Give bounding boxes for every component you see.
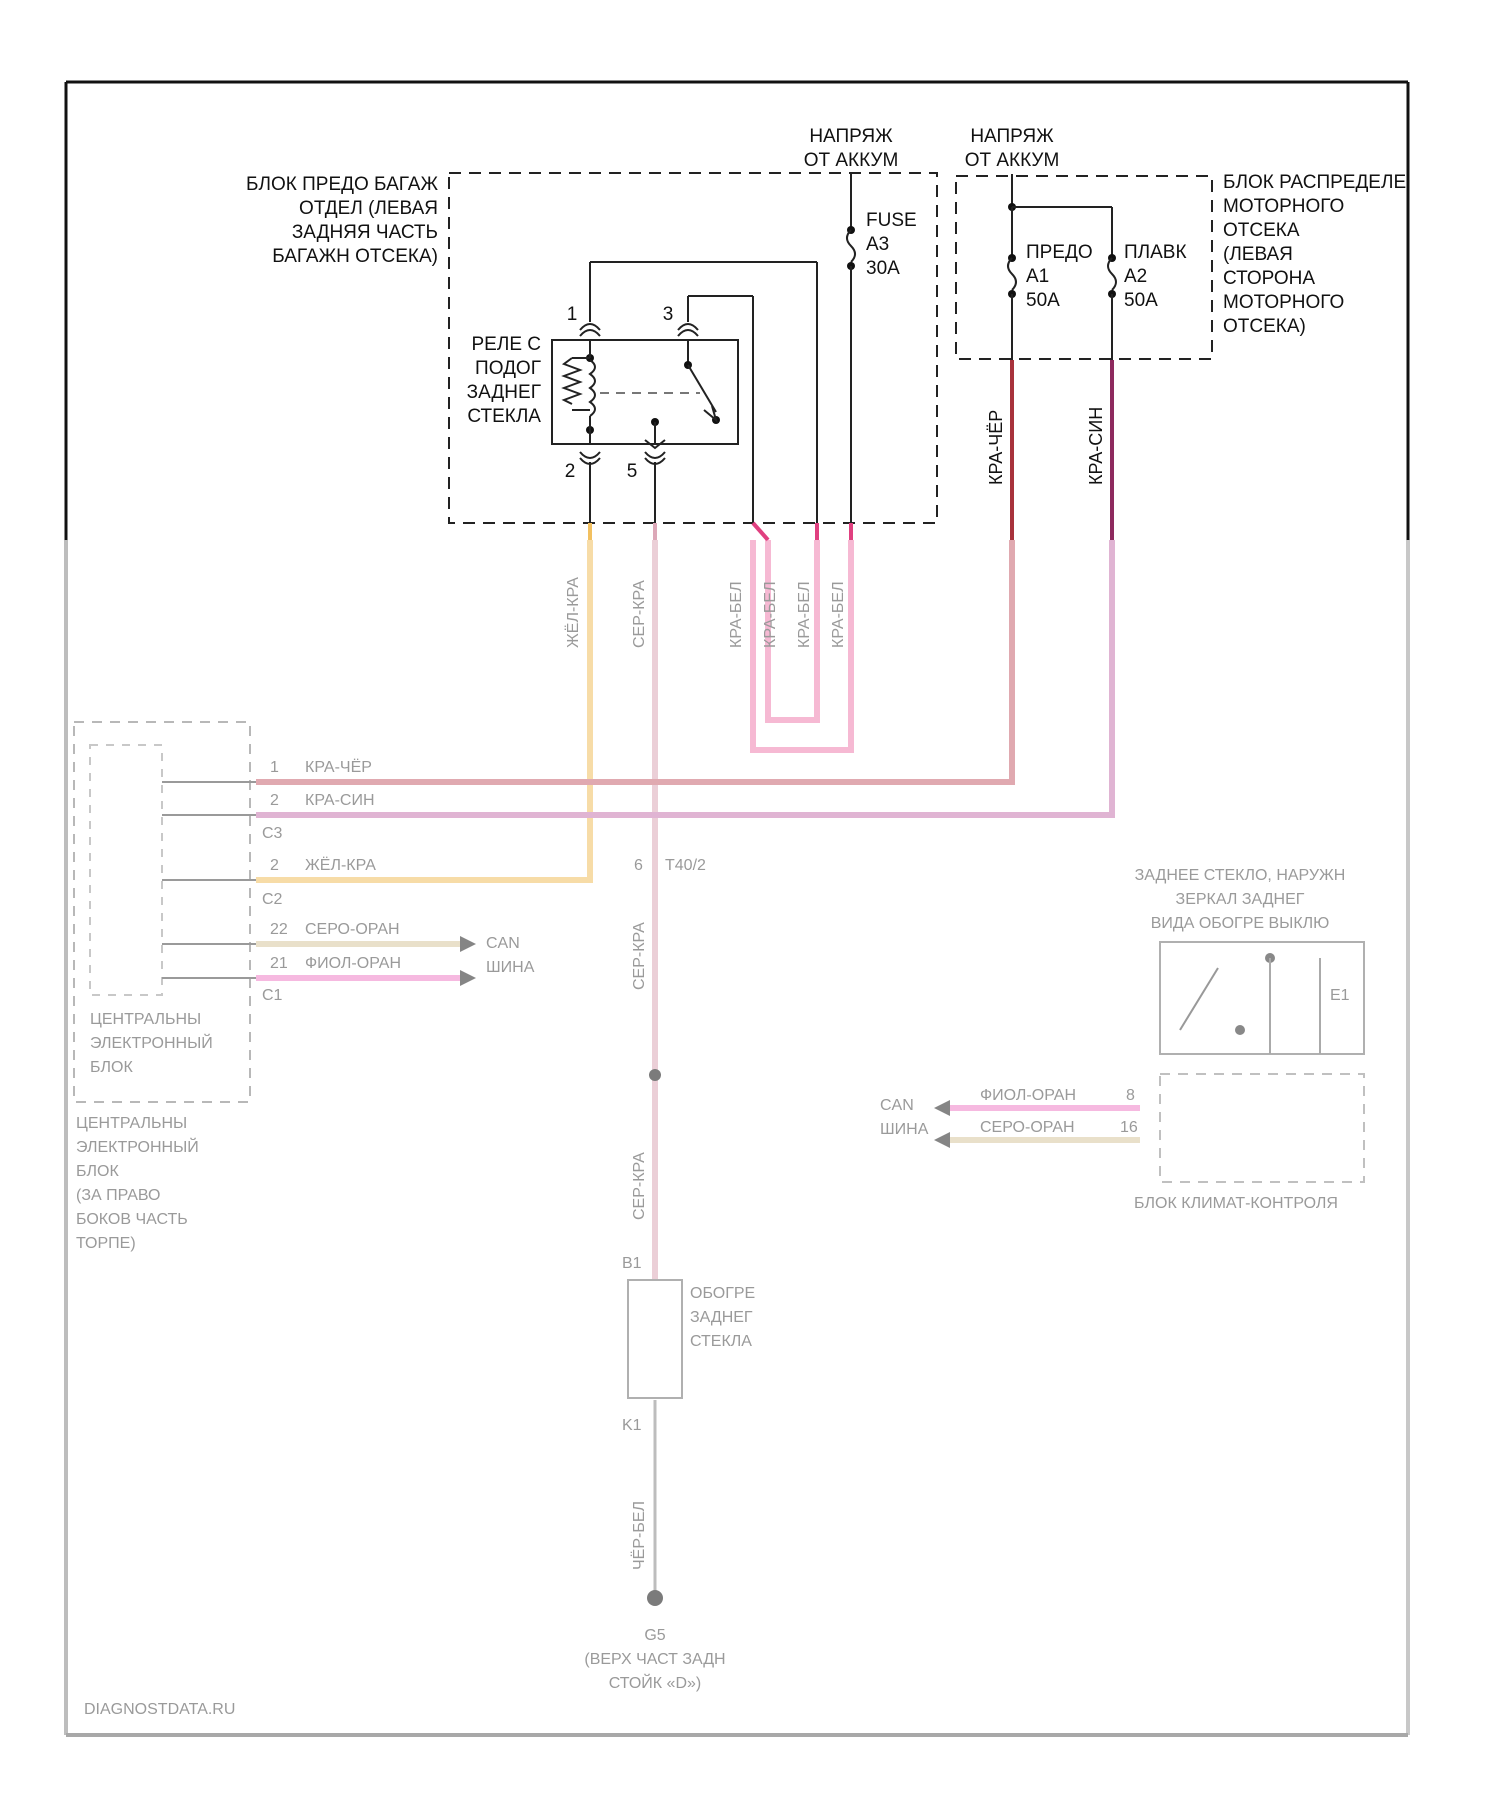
central-conn-c1: C1 (262, 987, 283, 1004)
relay-block-title-2: ОТДЕЛ (ЛЕВАЯ (299, 198, 438, 219)
climate-pin-16: 16 (1120, 1119, 1138, 1136)
engine-block-title-2: МОТОРНОГО (1223, 196, 1344, 217)
central-location-6: ТОРПЕ) (76, 1235, 136, 1252)
central-pin-21: 21 (270, 955, 288, 972)
battery-feed-label-1: НАПРЯЖ (809, 126, 893, 147)
fuse-a1-label-1: ПРЕДО (1026, 242, 1093, 263)
fuse-a3-label-1: FUSE (866, 210, 917, 231)
climate-block-label: БЛОК КЛИМАТ-КОНТРОЛЯ (1134, 1195, 1338, 1212)
lower-wiring (256, 540, 1140, 1606)
middle-wire-tag-1: СЕР-КРА (631, 922, 648, 990)
central-conn-c3: C3 (262, 825, 283, 842)
battery-feed-label-2: ОТ АККУМ (804, 150, 899, 171)
wire-kra-sin-label: КРА-СИН (1086, 407, 1106, 485)
central-block-text-1: ЦЕНТРАЛЬНЫ (90, 1011, 201, 1028)
switch-title-1: ЗАДНЕЕ СТЕКЛО, НАРУЖН (1135, 867, 1346, 884)
heater-pin-top: B1 (622, 1255, 642, 1272)
heater-label-1: ОБОГРЕ (690, 1285, 755, 1302)
fuse-a1-label-3: 50A (1026, 290, 1060, 311)
heater-label-3: СТЕКЛА (690, 1333, 752, 1350)
engine-block-title-7: ОТСЕКА) (1223, 316, 1306, 337)
relay-pin-3: 3 (663, 304, 674, 325)
faded-wire-tags: ЖЁЛ-КРА СЕР-КРА КРА-БЕЛ КРА-БЕЛ КРА-БЕЛ … (564, 577, 847, 1220)
climate-switch-block: ЗАДНЕЕ СТЕКЛО, НАРУЖН ЗЕРКАЛ ЗАДНЕГ ВИДА… (880, 867, 1364, 1212)
can-label-2: ШИНА (486, 959, 535, 976)
relay-label-3: ЗАДНЕГ (467, 382, 541, 403)
central-pin-3: 2 (270, 857, 279, 874)
fuse-a2-label-2: A2 (1124, 266, 1147, 287)
relay-pin-5: 5 (627, 461, 638, 482)
central-location-4: (ЗА ПРАВО (76, 1187, 160, 1204)
climate-wire-2: СЕРО-ОРАН (980, 1119, 1075, 1136)
tag-kra-bel-2: КРА-БЕЛ (762, 581, 779, 648)
central-conn-c2: C2 (262, 891, 283, 908)
central-wire-kra-cher: КРА-ЧЁР (305, 758, 372, 776)
tag-kra-bel-4: КРА-БЕЛ (830, 581, 847, 648)
central-pin-1: 1 (270, 759, 279, 776)
ground-wire-tag: ЧЁР-БЕЛ (630, 1501, 648, 1570)
central-wire-fiol-oran: ФИОЛ-ОРАН (305, 955, 401, 972)
central-block: 1 2 C3 2 C2 22 21 C1 КРА-ЧЁР КРА-СИН ЖЁЛ… (74, 722, 535, 1252)
heater-pin-bottom: K1 (622, 1417, 642, 1434)
relay-label-4: СТЕКЛА (467, 406, 541, 427)
relay-label-1: РЕЛЕ С (472, 334, 542, 355)
central-wire-sero-oran: СЕРО-ОРАН (305, 921, 400, 938)
climate-can-1: CAN (880, 1097, 914, 1114)
central-location-1: ЦЕНТРАЛЬНЫ (76, 1115, 187, 1132)
ground-location-1: (ВЕРХ ЧАСТ ЗАДН (584, 1651, 725, 1668)
tag-ser-kra: СЕР-КРА (631, 580, 648, 648)
switch-title-3: ВИДА ОБОГРЕ ВЫКЛЮ (1151, 915, 1330, 932)
ground-id: G5 (644, 1627, 665, 1644)
heater-label-2: ЗАДНЕГ (690, 1309, 753, 1326)
fuse-a1-label-2: A1 (1026, 266, 1049, 287)
central-block-text-2: ЭЛЕКТРОННЫЙ (90, 1033, 213, 1052)
middle-wire-tag-2: СЕР-КРА (631, 1152, 648, 1220)
central-wire-zhel-kra: ЖЁЛ-КРА (305, 856, 376, 874)
watermark: DIAGNOSTDATA.RU (84, 1701, 235, 1718)
central-location-3: БЛОК (76, 1163, 119, 1180)
engine-battery-feed-2: ОТ АККУМ (965, 150, 1060, 171)
fuse-a3-label-3: 30A (866, 258, 900, 279)
relay-block: БЛОК ПРЕДО БАГАЖ ОТДЕЛ (ЛЕВАЯ ЗАДНЯЯ ЧАС… (246, 126, 937, 523)
central-wire-kra-sin: КРА-СИН (305, 792, 375, 809)
relay-block-title-1: БЛОК ПРЕДО БАГАЖ (246, 174, 438, 195)
wire-kra-cher-label: КРА-ЧЁР (986, 410, 1006, 485)
central-block-text-3: БЛОК (90, 1059, 133, 1076)
climate-can-2: ШИНА (880, 1121, 929, 1138)
central-location-5: БОКОВ ЧАСТЬ (76, 1211, 188, 1228)
engine-fuse-block: НАПРЯЖ ОТ АККУМ БЛОК РАСПРЕДЕЛЕ МОТОРНОГ… (956, 126, 1406, 360)
relay-label-2: ПОДОГ (475, 358, 541, 379)
middle-pin: 6 (634, 857, 643, 874)
climate-wire-1: ФИОЛ-ОРАН (980, 1087, 1076, 1104)
switch-title-2: ЗЕРКАЛ ЗАДНЕГ (1176, 891, 1305, 908)
fuse-a3-label-2: A3 (866, 234, 889, 255)
central-pin-2: 2 (270, 792, 279, 809)
middle-connector: T40/2 (665, 857, 706, 874)
fuse-a2-label-1: ПЛАВК (1124, 242, 1187, 263)
ground-location-2: СТОЙК «D») (609, 1673, 701, 1692)
engine-battery-feed-1: НАПРЯЖ (970, 126, 1054, 147)
relay-block-title-3: ЗАДНЯЯ ЧАСТЬ (292, 222, 438, 243)
can-label-1: CAN (486, 935, 520, 952)
fuse-a2-label-3: 50A (1124, 290, 1158, 311)
engine-block-title-1: БЛОК РАСПРЕДЕЛЕ (1223, 172, 1406, 193)
engine-block-title-5: СТОРОНА (1223, 268, 1315, 289)
engine-block-title-3: ОТСЕКА (1223, 220, 1300, 241)
tag-kra-bel-3: КРА-БЕЛ (796, 581, 813, 648)
central-pin-22: 22 (270, 921, 288, 938)
engine-block-title-6: МОТОРНОГО (1223, 292, 1344, 313)
climate-pin-8: 8 (1126, 1087, 1135, 1104)
relay-pin-2: 2 (565, 461, 576, 482)
engine-block-title-4: (ЛЕВАЯ (1223, 244, 1293, 265)
central-location-2: ЭЛЕКТРОННЫЙ (76, 1137, 199, 1156)
relay-block-title-4: БАГАЖН ОТСЕКА) (272, 246, 438, 267)
relay-pin-1: 1 (567, 304, 578, 325)
switch-pin: E1 (1330, 987, 1350, 1004)
outer-frame (66, 82, 1408, 1735)
tag-zhel-kra: ЖЁЛ-КРА (564, 577, 582, 648)
tag-kra-bel-1: КРА-БЕЛ (728, 581, 745, 648)
